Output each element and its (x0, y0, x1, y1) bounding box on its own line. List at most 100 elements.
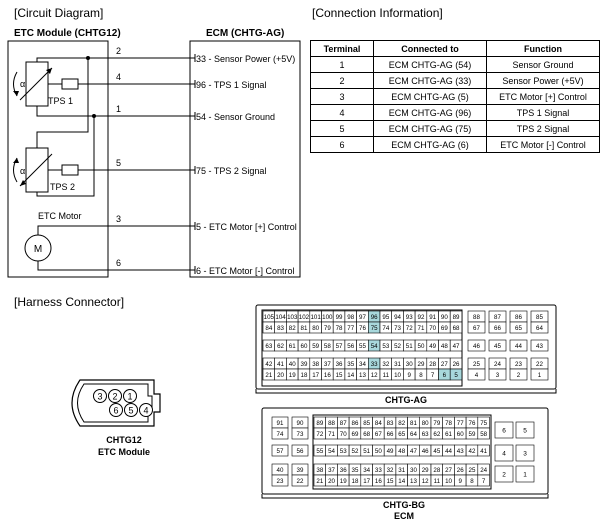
connector-pin-label: 50 (375, 448, 382, 455)
connector-pin-label: 2 (502, 472, 506, 479)
connector-pin-label: 89 (453, 314, 460, 321)
connector-pin-label: 15 (336, 372, 343, 379)
connector-pin (291, 427, 309, 440)
connector-pin-label: 102 (299, 314, 310, 321)
connector-pin-label: 68 (453, 325, 460, 332)
signal-separator: - (206, 166, 214, 176)
tps1-sensor: α TPS 1 (13, 61, 79, 107)
connector-pin-label: 59 (469, 431, 476, 438)
connector-pin-label: 30 (406, 361, 413, 368)
connector-pin-label: 100 (322, 314, 333, 321)
connector-pin-label: 67 (473, 325, 480, 332)
connector-pin-label: 6 (502, 428, 506, 435)
circuit-diagram: ETC Module (CHTG12) ECM (CHTG-AG) α TPS … (7, 28, 301, 278)
connector-pin-label: 85 (363, 420, 370, 427)
connector-pin-label: 42 (469, 448, 476, 455)
connector-pin-label: 79 (433, 420, 440, 427)
connector-pin-label: 14 (347, 372, 354, 379)
ecm-pin-number: 96 (196, 80, 206, 90)
connected-to-cell: ECM CHTG-AG (96) (373, 104, 487, 121)
connector-pin-label: 28 (429, 361, 436, 368)
connector-pin-label: 30 (410, 467, 417, 474)
connector-pin-label: 74 (382, 325, 389, 332)
module-pin-label: 6 (113, 406, 118, 416)
connector-pin-label: 62 (433, 431, 440, 438)
connector-pin-label: 74 (277, 431, 284, 438)
connector-pin-label: 78 (336, 325, 343, 332)
module-pin-number: 1 (116, 104, 121, 114)
module-pin-number: 3 (116, 214, 121, 224)
connector-pin-label: 67 (375, 431, 382, 438)
connector-pin-label: 76 (359, 325, 366, 332)
connector-pin-label: 88 (328, 420, 335, 427)
connector-pin-label: 29 (422, 467, 429, 474)
connector-pin-label: 57 (336, 343, 343, 350)
connector-pin-label: 38 (312, 361, 319, 368)
connector-pin (515, 421, 535, 439)
motor-m: M (34, 244, 42, 255)
section-title-circuit: [Circuit Diagram] (14, 6, 104, 20)
connector-pin-label: 84 (265, 325, 272, 332)
connector-pin-label: 33 (375, 467, 382, 474)
signal-separator: - (206, 112, 214, 122)
connector-pin-label: 32 (382, 361, 389, 368)
connector-pin (488, 321, 507, 334)
connector-pin-label: 26 (457, 467, 464, 474)
connector-pin-label: 75 (480, 420, 487, 427)
signal-separator: - (206, 80, 214, 90)
connector-pin (488, 368, 507, 381)
connector-pin-label: 26 (453, 361, 460, 368)
connector-pin-label: 10 (394, 372, 401, 379)
connector-pin-label: 87 (340, 420, 347, 427)
signal-name: ETC Motor [-] Control (209, 266, 295, 276)
connector-pin-label: 55 (359, 343, 366, 350)
connector-pin-label: 51 (406, 343, 413, 350)
function-cell: ETC Motor [+] Control (486, 88, 600, 105)
connector-pin-label: 58 (324, 343, 331, 350)
connected-to-cell: ECM CHTG-AG (5) (373, 88, 487, 105)
connector-pin-label: 16 (324, 372, 331, 379)
module-pin (124, 403, 138, 417)
connector-pin-label: 10 (445, 478, 452, 485)
connector-pin-label: 32 (387, 467, 394, 474)
connector-pin-label: 58 (480, 431, 487, 438)
connector-pin-label: 92 (418, 314, 425, 321)
connector-pin-label: 66 (387, 431, 394, 438)
connector-pin (449, 321, 463, 334)
module-pin-label: 4 (143, 406, 148, 416)
ecm-pin-number: 54 (196, 112, 206, 122)
connector-pin-label: 99 (336, 314, 343, 321)
ecm-box (189, 40, 301, 278)
connector-pin-label: 44 (515, 343, 522, 350)
connector-pin (271, 444, 289, 457)
connector-pin-label: 13 (359, 372, 366, 379)
connector-pin-label: 41 (480, 448, 487, 455)
connector-pin-label: 101 (310, 314, 321, 321)
connector-pin-label: 56 (347, 343, 354, 350)
connector-pin-label: 21 (316, 478, 323, 485)
connector-pin (509, 339, 528, 352)
connector-pin-label: 6 (443, 372, 447, 379)
connector-pin-label: 20 (277, 372, 284, 379)
module-pin-label: 5 (128, 406, 133, 416)
module-pin-number: 4 (116, 72, 121, 82)
connector-pin-label: 24 (494, 361, 501, 368)
module-pin-number: 6 (116, 258, 121, 268)
connector-pin-label: 14 (398, 478, 405, 485)
connector-pin (467, 321, 486, 334)
connector-pin-label: 89 (316, 420, 323, 427)
connector-pin-label: 60 (301, 343, 308, 350)
connector-pin-label: 8 (419, 372, 423, 379)
ecm-signal-label: 5 - ETC Motor [+] Control (196, 222, 297, 232)
module-pin-label: 3 (97, 392, 102, 402)
connector-pin-label: 31 (398, 467, 405, 474)
function-cell: Sensor Ground (486, 56, 600, 73)
connector-pin-label: 18 (301, 372, 308, 379)
connector-pin-label: 88 (473, 314, 480, 321)
connector-pin (477, 427, 490, 440)
connector-pin (530, 321, 549, 334)
connector-pin-label: 69 (352, 431, 359, 438)
